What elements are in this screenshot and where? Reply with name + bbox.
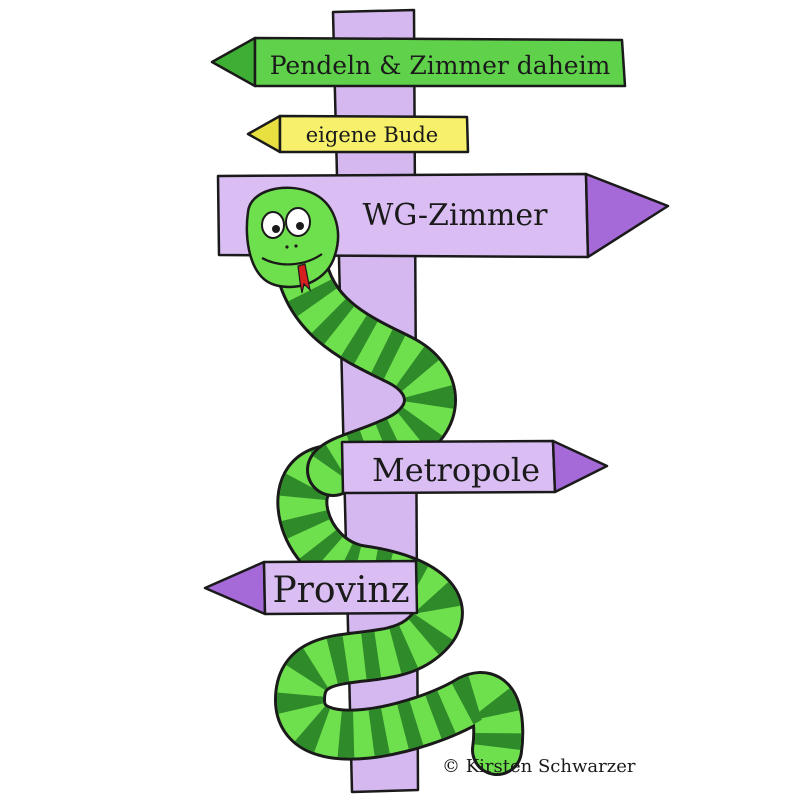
sign-metropole-label: Metropole — [372, 451, 540, 489]
snake-tongue — [297, 263, 311, 294]
sign-metropole: Metropole — [340, 439, 609, 495]
sign-provinz-label: Provinz — [272, 570, 409, 611]
copyright-credit: © Kirsten Schwarzer — [442, 756, 636, 777]
sign-provinz: Provinz — [203, 559, 419, 616]
snake-eye-left — [261, 211, 285, 239]
sign-eigene-bude: eigene Bude — [246, 114, 470, 154]
snake-eye-right — [285, 207, 311, 237]
sign-eigene-bude-label: eigene Bude — [306, 123, 438, 147]
sign-wg-zimmer-label: WG-Zimmer — [363, 198, 549, 233]
sign-pendeln-label: Pendeln & Zimmer daheim — [270, 51, 611, 80]
snake-head — [245, 186, 340, 294]
sign-pendeln: Pendeln & Zimmer daheim — [210, 36, 627, 88]
